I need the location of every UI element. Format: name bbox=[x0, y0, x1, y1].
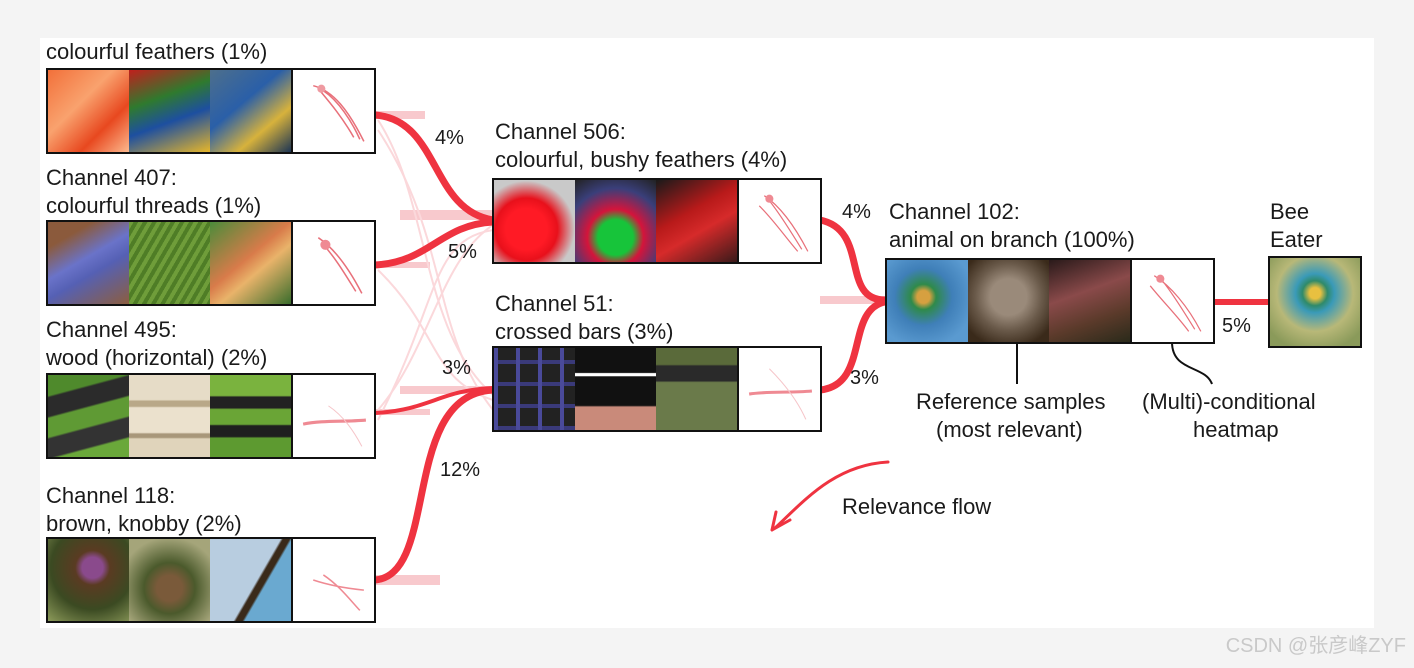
channel-118-title: Channel 118: bbox=[46, 483, 176, 508]
reference-sample-3 bbox=[210, 70, 291, 152]
reference-sample-2 bbox=[129, 70, 210, 152]
channel-495-strip bbox=[46, 373, 376, 459]
reference-sample-1 bbox=[48, 70, 129, 152]
channel-102-desc: animal on branch (100%) bbox=[889, 227, 1135, 252]
reference-sample-1 bbox=[494, 348, 575, 430]
channel-feathers-strip bbox=[46, 68, 376, 154]
reference-sample-1 bbox=[48, 375, 129, 457]
reference-annotation-line1: Reference samples bbox=[916, 389, 1106, 414]
reference-sample-3 bbox=[210, 539, 291, 621]
reference-sample-2 bbox=[129, 375, 210, 457]
reference-sample-3 bbox=[656, 180, 737, 262]
channel-506-strip bbox=[492, 178, 822, 264]
heatmap-thumb bbox=[737, 348, 820, 430]
flow-pct-51: 3% bbox=[850, 367, 879, 389]
channel-506-desc: colourful, bushy feathers (4%) bbox=[495, 147, 788, 172]
reference-annotation-line2: (most relevant) bbox=[936, 417, 1083, 442]
reference-sample-2 bbox=[575, 348, 656, 430]
reference-sample-3 bbox=[210, 222, 291, 304]
flow-pct-407: 5% bbox=[448, 241, 477, 263]
output-label-line2: Eater bbox=[1270, 227, 1323, 252]
bee-eater-image bbox=[1268, 256, 1362, 348]
channel-label-feathers: colourful feathers (1%) bbox=[46, 39, 268, 64]
reference-sample-1 bbox=[48, 222, 129, 304]
reference-sample-3 bbox=[210, 375, 291, 457]
channel-102-strip bbox=[885, 258, 1215, 344]
channel-102-title: Channel 102: bbox=[889, 199, 1020, 224]
relevance-flow-label: Relevance flow bbox=[842, 494, 992, 519]
heatmap-annotation-line2: heatmap bbox=[1193, 417, 1279, 442]
flow-pct-495: 3% bbox=[442, 357, 471, 379]
heatmap-thumb bbox=[1130, 260, 1213, 342]
reference-sample-2 bbox=[129, 222, 210, 304]
flow-pct-118: 12% bbox=[440, 459, 481, 481]
reference-sample-3 bbox=[1049, 260, 1130, 342]
channel-495-title: Channel 495: bbox=[46, 317, 177, 342]
channel-407-title: Channel 407: bbox=[46, 165, 177, 190]
reference-sample-1 bbox=[887, 260, 968, 342]
heatmap-thumb bbox=[291, 375, 374, 457]
channel-495-desc: wood (horizontal) (2%) bbox=[46, 345, 268, 370]
channel-51-desc: crossed bars (3%) bbox=[495, 319, 674, 344]
reference-sample-1 bbox=[494, 180, 575, 262]
reference-sample-1 bbox=[48, 539, 129, 621]
channel-118-desc: brown, knobby (2%) bbox=[46, 511, 242, 536]
heatmap-thumb bbox=[291, 70, 374, 152]
reference-sample-2 bbox=[575, 180, 656, 262]
output-label-line1: Bee bbox=[1270, 199, 1310, 224]
heatmap-thumb bbox=[737, 180, 820, 262]
watermark: CSDN @张彦峰ZYF bbox=[1225, 635, 1406, 657]
flow-pct-506: 4% bbox=[842, 201, 871, 223]
flow-pct-feathers: 4% bbox=[435, 127, 464, 149]
heatmap-thumb bbox=[291, 222, 374, 304]
channel-118-strip bbox=[46, 537, 376, 623]
flow-pct-102: 5% bbox=[1222, 315, 1251, 337]
channel-407-desc: colourful threads (1%) bbox=[46, 193, 262, 218]
channel-407-strip bbox=[46, 220, 376, 306]
reference-sample-2 bbox=[129, 539, 210, 621]
channel-506-title: Channel 506: bbox=[495, 119, 626, 144]
reference-sample-2 bbox=[968, 260, 1049, 342]
heatmap-annotation-line1: (Multi)-conditional bbox=[1142, 389, 1316, 414]
heatmap-thumb bbox=[291, 539, 374, 621]
channel-51-strip bbox=[492, 346, 822, 432]
reference-sample-3 bbox=[656, 348, 737, 430]
channel-51-title: Channel 51: bbox=[495, 291, 614, 316]
